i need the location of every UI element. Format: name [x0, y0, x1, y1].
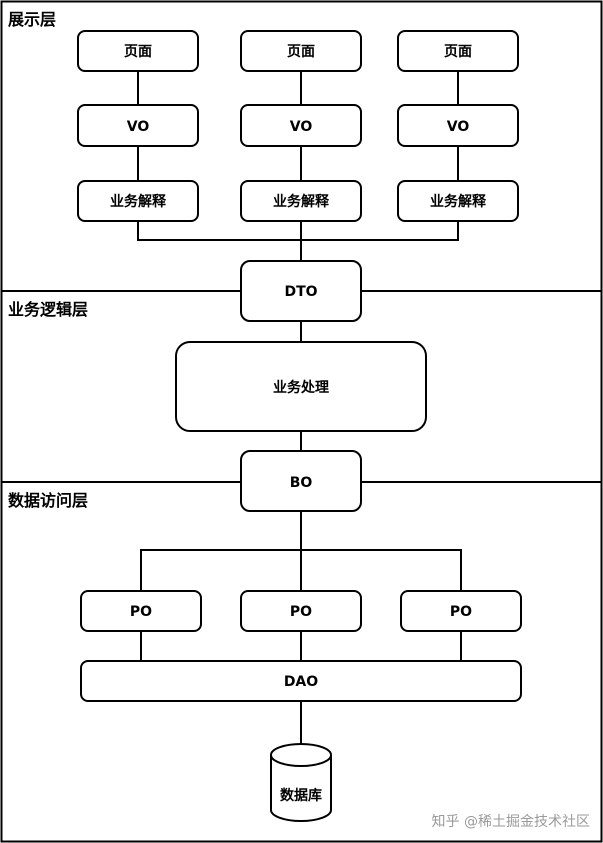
- connectors: [137, 71, 462, 745]
- vo-label: VO: [127, 119, 150, 135]
- vo-label: VO: [447, 119, 470, 135]
- dao-label: DAO: [284, 674, 318, 690]
- vo-box: VO: [77, 104, 199, 147]
- interpreter-box: 业务解释: [240, 180, 362, 222]
- page-label: 页面: [124, 44, 152, 60]
- watermark: 知乎 @稀土掘金技术社区: [432, 813, 590, 830]
- po-box: PO: [400, 590, 522, 632]
- po-box: PO: [240, 590, 362, 632]
- interpreter-label: 业务解释: [430, 193, 487, 210]
- database-label: 数据库: [280, 787, 322, 804]
- po-box: PO: [80, 590, 202, 632]
- database-cylinder: 数据库: [270, 743, 332, 822]
- po-label: PO: [290, 604, 312, 620]
- business-process-box: 业务处理: [175, 341, 427, 432]
- layer-title-data-access: 数据访问层: [8, 491, 88, 510]
- dto-box: DTO: [240, 260, 362, 322]
- vo-box: VO: [397, 104, 519, 147]
- bo-box: BO: [240, 450, 362, 512]
- page-box: 页面: [77, 30, 199, 72]
- page-label: 页面: [444, 44, 472, 60]
- bo-label: BO: [290, 475, 313, 491]
- dto-label: DTO: [284, 284, 317, 300]
- interpreter-box: 业务解释: [397, 180, 519, 222]
- page-label: 页面: [287, 44, 315, 60]
- interpreter-box: 业务解释: [77, 180, 199, 222]
- page-box: 页面: [397, 30, 519, 72]
- layer-title-presentation: 展示层: [8, 10, 56, 29]
- vo-label: VO: [290, 119, 313, 135]
- interpreter-label: 业务解释: [110, 193, 167, 210]
- po-label: PO: [130, 604, 152, 620]
- business-process-label: 业务处理: [273, 379, 329, 396]
- vo-box: VO: [240, 104, 362, 147]
- page-box: 页面: [240, 30, 362, 72]
- interpreter-label: 业务解释: [273, 193, 330, 210]
- layer-title-business: 业务逻辑层: [8, 300, 88, 319]
- po-label: PO: [450, 604, 472, 620]
- dao-box: DAO: [80, 660, 522, 702]
